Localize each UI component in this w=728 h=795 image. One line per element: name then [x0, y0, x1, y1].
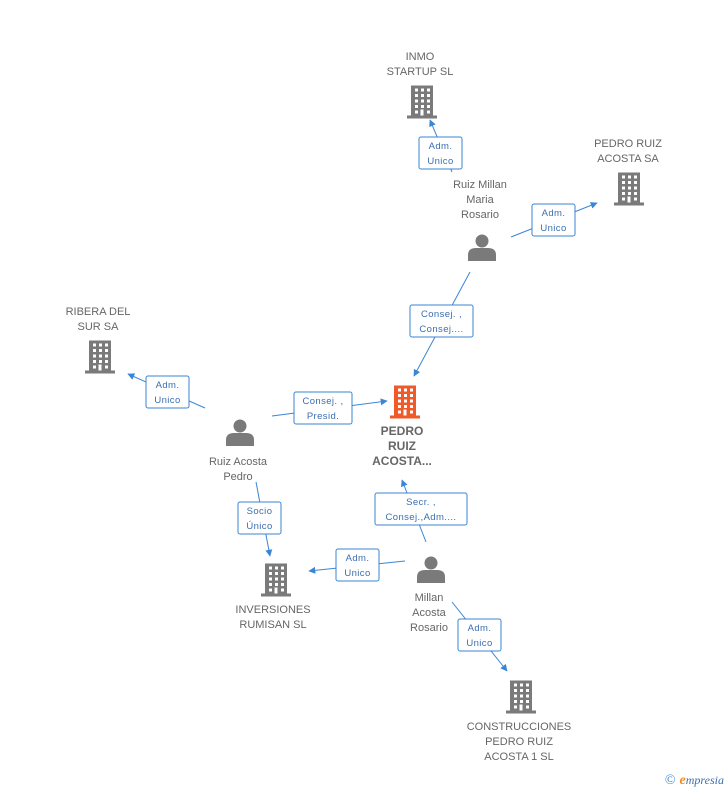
relationship-label[interactable]: Adm. Unico: [531, 203, 576, 237]
node-label: Acosta: [412, 607, 447, 619]
relationship-role-text: Unico: [427, 156, 453, 167]
relationship-role-text: Secr. ,: [406, 497, 436, 508]
person-icon: [417, 556, 445, 583]
node-label: STARTUP SL: [387, 66, 454, 78]
node-label: ACOSTA 1 SL: [484, 751, 554, 763]
relationship-role-text: Consej.,Adm....: [386, 512, 457, 523]
relationship-role-text: Socio: [247, 506, 273, 517]
relationship-role-text: Adm.: [429, 141, 453, 152]
relationship-role-text: Unico: [344, 568, 370, 579]
relationship-role-text: Unico: [540, 223, 566, 234]
node-label: INMO: [406, 51, 435, 63]
edge-mar-to-focus: Secr. , Consej.,Adm....: [374, 479, 468, 543]
person-icon: [468, 234, 496, 261]
relationship-role-text: Unico: [154, 395, 180, 406]
node-label: Ruiz Millan: [453, 179, 507, 191]
edge-rap-to-focus: Consej. , Presid.: [271, 391, 388, 425]
relationship-role-text: Presid.: [307, 411, 339, 422]
relationship-role-text: Consej. ,: [421, 309, 462, 320]
person-icon: [226, 419, 254, 446]
relationship-label[interactable]: Secr. , Consej.,Adm....: [374, 492, 468, 526]
node-focus[interactable]: PEDRORUIZACOSTA...: [372, 385, 432, 469]
node-label: SUR SA: [78, 321, 120, 333]
brand-initial: e: [679, 773, 686, 788]
node-label: Rosario: [461, 209, 499, 221]
node-label: INVERSIONES: [235, 604, 310, 616]
brand-name: mpresia: [685, 773, 724, 787]
node-label: Millan: [415, 592, 444, 604]
relationship-label[interactable]: Adm. Unico: [457, 618, 502, 652]
node-label: ACOSTA...: [372, 454, 432, 468]
edge-rmmr-to-focus: Consej. , Consej....: [409, 271, 474, 377]
node-label: CONSTRUCCIONES: [467, 721, 572, 733]
edge-mar-to-inversiones: Adm. Unico: [308, 548, 406, 582]
relationship-role-text: Único: [246, 521, 272, 532]
node-label: ACOSTA SA: [597, 153, 659, 165]
node-label: Maria: [466, 194, 494, 206]
edge-rmmr-to-pras: Adm. Unico: [510, 202, 598, 238]
node-ribera[interactable]: RIBERA DEL SUR SA: [66, 306, 131, 374]
node-inmo[interactable]: INMO STARTUP SL: [387, 51, 454, 119]
relationship-label[interactable]: Consej. , Presid.: [293, 391, 353, 425]
node-label: RUIZ: [388, 439, 416, 453]
company-icon: [614, 172, 644, 206]
copyright-symbol: ©: [664, 773, 676, 788]
node-label: RUMISAN SL: [239, 619, 306, 631]
edge-rmmr-to-inmo: Adm. Unico: [418, 119, 463, 173]
node-label: Rosario: [410, 622, 448, 634]
relationship-label[interactable]: Consej. , Consej....: [409, 304, 474, 338]
company-icon: [85, 340, 115, 374]
node-label: Ruiz Acosta: [209, 456, 268, 468]
relationship-role-text: Adm.: [468, 623, 492, 634]
relationship-label[interactable]: Adm. Unico: [145, 375, 190, 409]
relationship-role-text: Consej....: [419, 324, 463, 335]
relationship-role-text: Unico: [466, 638, 492, 649]
company-icon: [261, 563, 291, 597]
node-inversiones[interactable]: INVERSIONES RUMISAN SL: [235, 563, 311, 632]
edge-mar-to-construcciones: Adm. Unico: [451, 601, 508, 672]
node-construcciones[interactable]: CONSTRUCCIONES PEDRO RUIZ ACOSTA 1 SL: [467, 680, 572, 764]
node-label: PEDRO RUIZ: [485, 736, 553, 748]
empresia-logo[interactable]: ©empresia: [665, 773, 724, 789]
relationship-role-text: Adm.: [542, 208, 566, 219]
node-pras[interactable]: PEDRO RUIZ ACOSTA SA: [594, 138, 662, 206]
node-label: PEDRO RUIZ: [594, 138, 662, 150]
node-label: PEDRO: [381, 424, 424, 438]
node-label: RIBERA DEL: [66, 306, 131, 318]
company-icon: [506, 680, 536, 714]
relationship-role-text: Adm.: [346, 553, 370, 564]
relationship-role-text: Consej. ,: [302, 396, 343, 407]
relationship-role-text: Adm.: [156, 380, 180, 391]
relationship-label[interactable]: Adm. Unico: [418, 136, 463, 170]
company-icon: [390, 385, 420, 419]
relationship-label[interactable]: Adm. Unico: [335, 548, 380, 582]
edge-rap-to-ribera: Adm. Unico: [127, 373, 206, 409]
node-label: Pedro: [223, 471, 252, 483]
company-icon: [407, 85, 437, 119]
